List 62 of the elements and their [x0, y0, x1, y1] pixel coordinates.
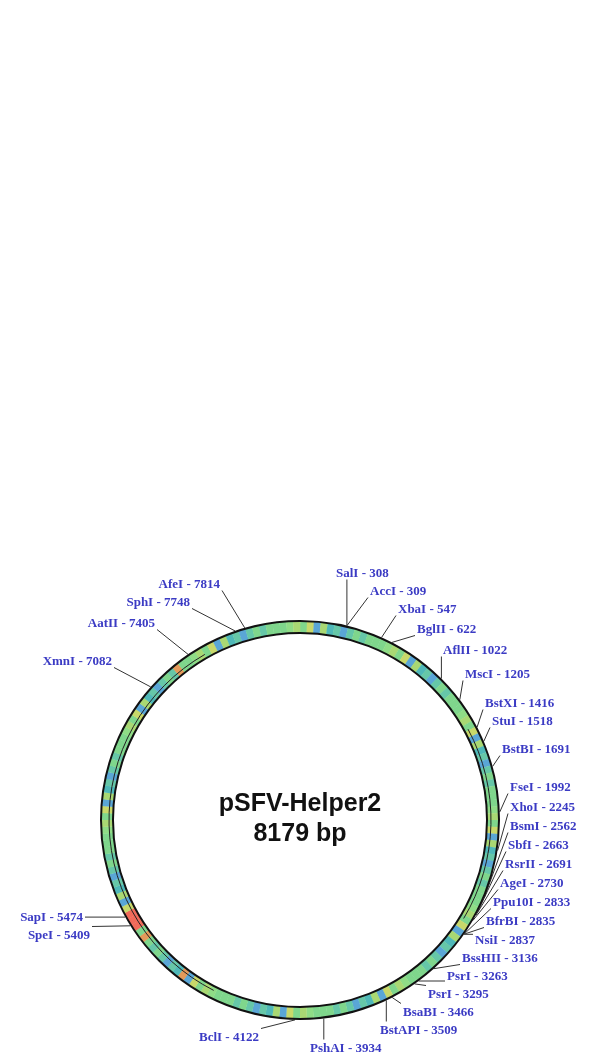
site-label: StuI - 1518 — [492, 712, 553, 728]
site-label: AfeI - 7814 — [158, 575, 220, 591]
plasmid-name: pSFV-Helper2 — [217, 788, 383, 817]
site-label: XhoI - 2245 — [510, 798, 575, 814]
plasmid-size: 8179 bp — [252, 818, 348, 847]
site-label: BstAPI - 3509 — [380, 1021, 458, 1037]
site-label: RsrII - 2691 — [505, 855, 573, 871]
leader-line — [499, 793, 509, 813]
leader-line — [475, 870, 504, 916]
leader-line — [433, 964, 461, 970]
leader-line — [459, 680, 464, 701]
leader-line — [463, 908, 492, 935]
leader-line — [391, 635, 416, 643]
leader-line — [483, 727, 491, 742]
site-label: FseI - 1992 — [510, 778, 571, 794]
site-label: BsmI - 2562 — [510, 817, 577, 833]
site-label: MscI - 1205 — [465, 665, 530, 681]
site-label: SapI - 5474 — [20, 908, 83, 924]
site-label: SphI - 7748 — [126, 593, 190, 609]
leader-line — [391, 997, 402, 1004]
site-label: PshAI - 3934 — [310, 1039, 382, 1055]
site-label: SbfI - 2663 — [508, 836, 569, 852]
leader-line — [323, 1018, 325, 1040]
site-label: BclI - 4122 — [199, 1028, 259, 1044]
leader-line — [414, 983, 427, 986]
leader-line — [418, 980, 446, 982]
site-label: BstXI - 1416 — [485, 694, 555, 710]
site-label: BstBI - 1691 — [502, 740, 571, 756]
leader-line — [440, 656, 442, 679]
site-label: XmnI - 7082 — [42, 652, 112, 668]
site-label: SalI - 308 — [336, 564, 389, 580]
leader-line — [156, 629, 189, 655]
leader-line — [91, 925, 131, 927]
leader-line — [221, 590, 246, 629]
site-label: PsrI - 3263 — [447, 967, 508, 983]
site-label: Ppu10I - 2833 — [493, 893, 571, 909]
leader-line — [476, 709, 484, 728]
leader-line — [472, 889, 499, 921]
leader-line — [260, 1019, 296, 1029]
site-label: BfrBI - 2835 — [486, 912, 556, 928]
site-label: BglII - 622 — [417, 620, 477, 636]
leader-line — [346, 579, 348, 627]
leader-line — [463, 927, 485, 935]
site-label: AgeI - 2730 — [500, 874, 564, 890]
leader-line — [84, 916, 126, 918]
leader-line — [191, 608, 236, 632]
site-label: NsiI - 2837 — [475, 931, 535, 947]
site-label: AflII - 1022 — [443, 641, 508, 657]
site-label: BssHII - 3136 — [462, 949, 538, 965]
site-label: AatII - 7405 — [87, 614, 155, 630]
leader-line — [497, 813, 509, 852]
leader-line — [346, 597, 369, 627]
leader-line — [381, 615, 397, 638]
leader-line — [385, 999, 387, 1022]
site-label: BsaBI - 3466 — [403, 1003, 474, 1019]
leader-line — [463, 933, 474, 935]
site-label: AccI - 309 — [370, 582, 427, 598]
leader-line — [492, 755, 501, 767]
site-label: SpeI - 5409 — [27, 926, 90, 942]
site-label: PsrI - 3295 — [428, 985, 489, 1001]
site-label: XbaI - 547 — [398, 600, 457, 616]
leader-line — [113, 667, 152, 688]
